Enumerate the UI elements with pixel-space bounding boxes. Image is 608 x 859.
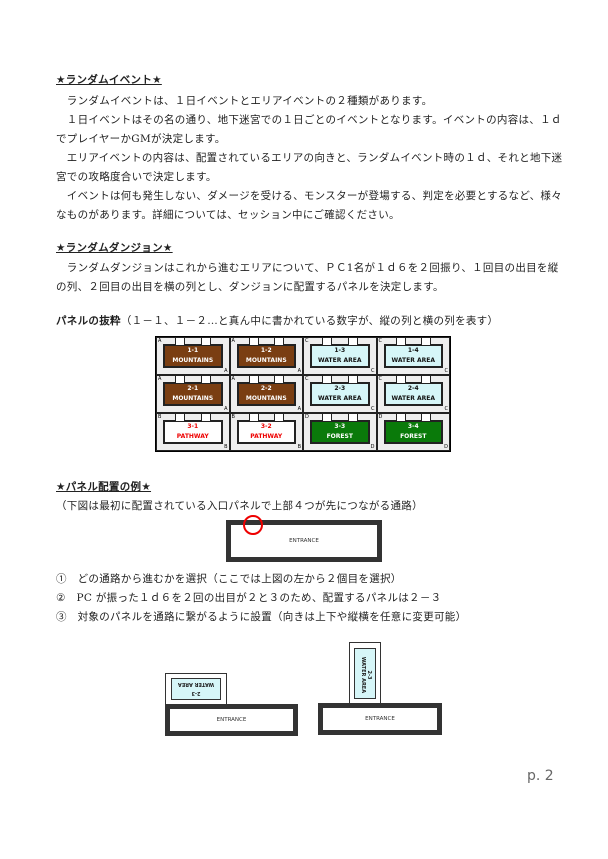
tile-corner: D — [370, 444, 375, 450]
tile-corner: A — [297, 368, 301, 374]
tile-id: 2-3 — [334, 385, 346, 392]
tile-corner: D — [444, 444, 448, 450]
paragraph-line: でプレイヤーかGMが決定します。 — [56, 133, 226, 145]
tile-corner: C — [444, 406, 449, 412]
tile-corner: C — [305, 338, 309, 344]
tile-name: PATHWAY — [250, 433, 283, 440]
tile-corner: A — [158, 338, 162, 344]
example-tile-vertical: 2-3 WATER AREA — [349, 642, 381, 705]
paragraph-line: 宮での攻略度合いで決定します。 — [56, 171, 217, 183]
step-2: ② PC が振った１ｄ６を２回の出目が２と３のため、配置するパネルは２－３ — [56, 592, 442, 604]
tile-corner: C — [378, 338, 383, 344]
tile-name: WATER AREA — [318, 357, 362, 364]
tile-id: 3-4 — [407, 423, 419, 430]
page-number: p. 2 — [527, 768, 554, 784]
paragraph-line: イベントは何も発生しない、ダメージを受ける、モンスターが登場する、判定を必要とす… — [56, 190, 563, 202]
paragraph-line: ランダムダンジョンはこれから進むエリアについて、ＰＣ1名が１ｄ６を２回振り、１回… — [56, 262, 559, 274]
tile-name: MOUNTAINS — [245, 357, 287, 364]
entrance-panel-example-1: ENTRANCE — [165, 704, 298, 736]
paragraph-line: ランダムイベントは、１日イベントとエリアイベントの２種類があります。 — [56, 95, 433, 107]
panel-caption: パネルの抜粋（１－１、１－２…と真ん中に書かれている数字が、縦の列と横の列を表す… — [56, 312, 498, 331]
tile-corner: C — [378, 376, 383, 382]
tile-corner: C — [371, 406, 375, 412]
heading-panel-placement: ★パネル配置の例★ — [56, 481, 152, 493]
entrance-panel-example-2: ENTRANCE — [318, 703, 442, 735]
tile-corner: A — [231, 376, 235, 382]
tile-corner: B — [224, 444, 228, 450]
entrance-label: ENTRANCE — [289, 538, 319, 544]
tile-corner: A — [224, 368, 228, 374]
placement-note: （下図は最初に配置されている入口パネルで上部４つが先につながる通路） — [56, 500, 423, 512]
example-tile-name: WATER AREA — [177, 681, 215, 687]
selected-path-circle — [243, 515, 263, 535]
entrance-label: ENTRANCE — [216, 717, 247, 723]
tile-corner: D — [378, 414, 383, 420]
tile-id: 2-2 — [260, 385, 272, 392]
tile-corner: A — [231, 338, 235, 344]
tile-corner: C — [305, 376, 309, 382]
tile-id: 1-2 — [260, 347, 272, 354]
tile-id: 1-1 — [187, 347, 199, 354]
tile-name: WATER AREA — [391, 357, 435, 364]
tile-corner: C — [444, 368, 449, 374]
tile-corner: A — [224, 406, 228, 412]
tile-name: MOUNTAINS — [172, 395, 214, 402]
panel-note: （１－１、１－２…と真ん中に書かれている数字が、縦の列と横の列を表す） — [120, 315, 499, 327]
tile-name: MOUNTAINS — [172, 357, 214, 364]
tile-id: 3-3 — [334, 423, 346, 430]
tile-corner: A — [297, 406, 301, 412]
tile-name: MOUNTAINS — [245, 395, 287, 402]
tile-corner: A — [158, 376, 162, 382]
tile-corner: B — [158, 414, 162, 420]
tile-name: WATER AREA — [318, 395, 362, 402]
tile-name: FOREST — [400, 433, 427, 440]
paragraph-line: エリアイベントの内容は、配置されているエリアの向きと、ランダムイベント時の１ｄ、… — [56, 152, 563, 164]
tile-corner: D — [305, 414, 309, 420]
tile-id: 1-4 — [407, 347, 419, 354]
paragraph-line: なものがあります。詳細については、セッション中にご確認ください。 — [56, 209, 400, 221]
example-tile-id: 2-3 — [191, 690, 201, 696]
paragraph-line: １日イベントはその名の通り、地下迷宮での１日ごとのイベントとなります。イベントの… — [56, 114, 562, 126]
tile-corner: C — [371, 368, 375, 374]
tile-id: 3-1 — [187, 423, 199, 430]
tile-id: 3-2 — [260, 423, 272, 430]
tile-id: 1-3 — [334, 347, 346, 354]
example-tile-horizontal: 2-3 WATER AREA — [165, 673, 227, 705]
heading-random-dungeon: ★ランダムダンジョン★ — [56, 242, 173, 254]
example-tile-id: 2-3 — [366, 670, 372, 680]
step-1: ① どの通路から進むかを選択（ここでは上図の左から２個目を選択） — [56, 573, 402, 585]
paragraph-line: の列、２回目の出目を横の列とし、ダンジョンに配置するパネルを決定します。 — [56, 281, 444, 293]
heading-random-event: ★ランダムイベント★ — [56, 74, 162, 86]
tile-id: 2-4 — [407, 385, 419, 392]
tile-corner: B — [297, 444, 301, 450]
example-tile-name: WATER AREA — [360, 656, 366, 694]
tile-name: FOREST — [326, 433, 353, 440]
tile-id: 2-1 — [187, 385, 199, 392]
tile-name: PATHWAY — [176, 433, 209, 440]
tile-name: WATER AREA — [391, 395, 435, 402]
tile-corner: B — [231, 414, 235, 420]
entrance-label: ENTRANCE — [365, 716, 395, 722]
step-3: ③ 対象のパネルを通路に繋がるように設置（向きは上下や縦横を任意に変更可能） — [56, 611, 467, 623]
entrance-panel: ENTRANCE — [226, 520, 382, 562]
panel-label: パネルの抜粋 — [56, 315, 121, 327]
